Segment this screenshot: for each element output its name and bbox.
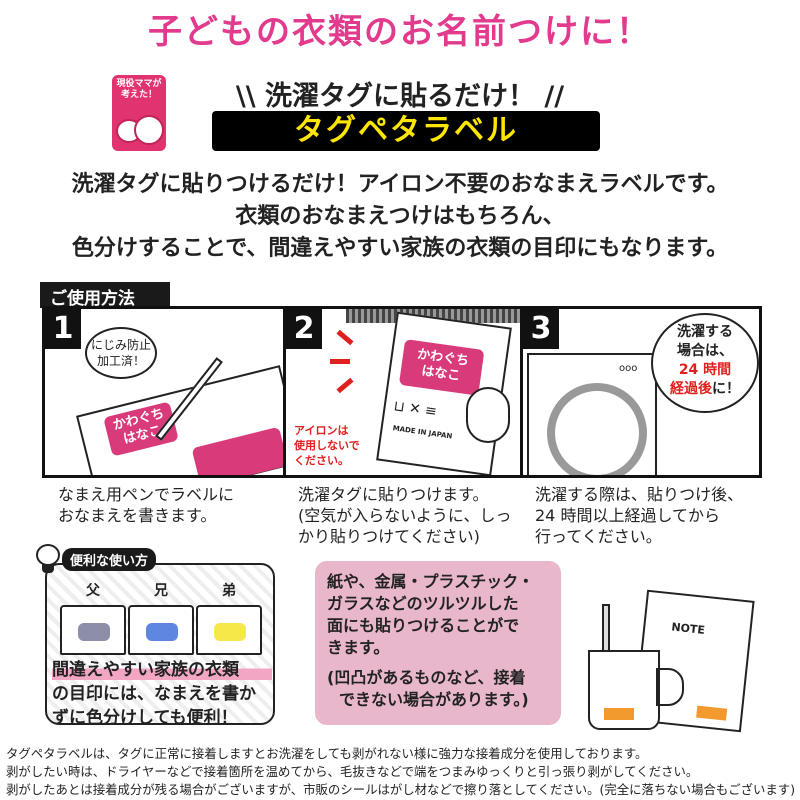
intro-line: 衣類のおなまえつけはもちろん、 xyxy=(235,204,565,229)
footer-notes: タグペタラベルは、タグに正常に接着しますとお洗濯をしても剥がれない様に強力な接着… xyxy=(6,745,795,799)
intro-line: 色分けすることで、間違えやすい家族の衣類の目印にもなります。 xyxy=(71,236,729,261)
mother-face-icon xyxy=(134,115,164,145)
iron-warning: アイロンは 使用しないで ください。 xyxy=(294,424,360,467)
alert-mark xyxy=(336,377,354,394)
alert-mark xyxy=(330,359,350,364)
machine-door xyxy=(547,383,647,475)
tshirt-icon xyxy=(60,605,126,655)
bubble-end: に！ xyxy=(712,381,740,397)
tagline: \\ 洗濯タグに貼るだけ！ // xyxy=(235,81,565,112)
surfaces-note: できない場合があります。) xyxy=(339,690,529,709)
footer-line: タグペタラベルは、タグに正常に接着しますとお洗濯をしても剥がれない様に強力な接着… xyxy=(6,746,648,761)
surfaces-line: 面にも貼りつけることがで xyxy=(327,616,520,635)
intro-line: 洗濯タグに貼りつけるだけ！アイロン不要のおなまえラベルです。 xyxy=(71,172,729,197)
speech-bubble: にじみ防止 加工済！ xyxy=(85,327,157,379)
bubble-red: 経過後 xyxy=(670,381,712,397)
tip-line: 間違えやすい家族の衣類 xyxy=(52,655,272,680)
surfaces-line: ガラスなどのツルツルした xyxy=(327,594,519,613)
tshirt-icon xyxy=(128,605,194,655)
surfaces-line: きます。 xyxy=(327,638,390,657)
step-2-panel: 2 かわぐち はなこ ⊔ ✕ ≡ MADE IN JAPAN アイロンは 使用し… xyxy=(283,306,523,478)
name-label: かわぐち はなこ xyxy=(398,339,485,396)
thumb-icon xyxy=(466,387,510,443)
usage-heading: ご使用方法 xyxy=(40,282,170,309)
surfaces-line: 紙や、金属・プラスチック・ xyxy=(327,572,534,591)
step-number: 3 xyxy=(523,309,559,349)
washing-machine-icon: ooo xyxy=(527,353,657,475)
lightbulb-icon xyxy=(36,544,60,574)
tshirt-icon xyxy=(196,605,262,655)
step-number: 1 xyxy=(45,309,81,349)
bubble-line: 洗濯する xyxy=(677,324,733,340)
surfaces-note: (凹凸があるものなど、接着 xyxy=(327,668,526,687)
footer-line: 剥がしたい時は、ドライヤーなどで接着箇所を温めてから、毛抜きなどで端をつまみゆっ… xyxy=(6,764,699,779)
mug-icon xyxy=(588,650,660,730)
tip-line: ずに色分けしても便利！ xyxy=(52,708,238,728)
step-3-panel: 3 ooo 洗濯する 場合は、 24 時間 経過後に！ xyxy=(520,306,762,478)
notebook-label: NOTE xyxy=(670,620,706,637)
label-sticker xyxy=(604,708,634,720)
bubble-line: 場合は、 xyxy=(677,343,733,359)
product-name: タグペタラベル xyxy=(212,111,600,151)
mug-handle xyxy=(656,668,684,706)
tag-text: MADE IN JAPAN xyxy=(392,424,453,441)
page-title: 子どもの衣類のお名前つけに！ xyxy=(148,12,652,52)
speech-bubble: 洗濯する 場合は、 24 時間 経過後に！ xyxy=(651,313,759,413)
tip-line: の目印には、なまえを書か xyxy=(52,684,256,704)
mom-idea-badge: 現役ママが 考えた！ xyxy=(112,75,166,151)
footer-line: 剥がしたあとは接着成分が残る場合がございますが、市販のシールはがし材などで擦り落… xyxy=(6,782,796,797)
bubble-line: 24 時間 xyxy=(678,362,732,378)
step-1-panel: 1 にじみ防止 加工済！ かわぐち はなこ xyxy=(42,306,286,478)
step-3-caption: 洗濯する際は、貼りつけ後、 24 時間以上経過してから 行ってください。 xyxy=(535,485,744,546)
machine-buttons: ooo xyxy=(619,363,638,374)
member-label: 兄 xyxy=(154,583,168,599)
member-label: 父 xyxy=(86,583,100,599)
badge-line2: 考えた！ xyxy=(120,90,157,100)
member-label: 弟 xyxy=(222,583,236,599)
step-2-caption: 洗濯タグに貼りつけます。 (空気が入らないように、しっ かり貼りつけてください) xyxy=(298,485,512,546)
badge-line1: 現役ママが xyxy=(116,79,162,89)
step-number: 2 xyxy=(286,309,322,349)
alert-mark xyxy=(336,329,354,346)
label-sticker xyxy=(696,705,728,721)
wash-symbols-icon: ⊔ ✕ ≡ xyxy=(392,398,438,421)
step-1-caption: なまえ用ペンでラベルに おなまえを書きます。 xyxy=(58,485,235,525)
tips-heading: 便利な使い方 xyxy=(62,548,157,571)
surfaces-box: 紙や、金属・プラスチック・ ガラスなどのツルツルした 面にも貼りつけることがで … xyxy=(315,561,561,725)
